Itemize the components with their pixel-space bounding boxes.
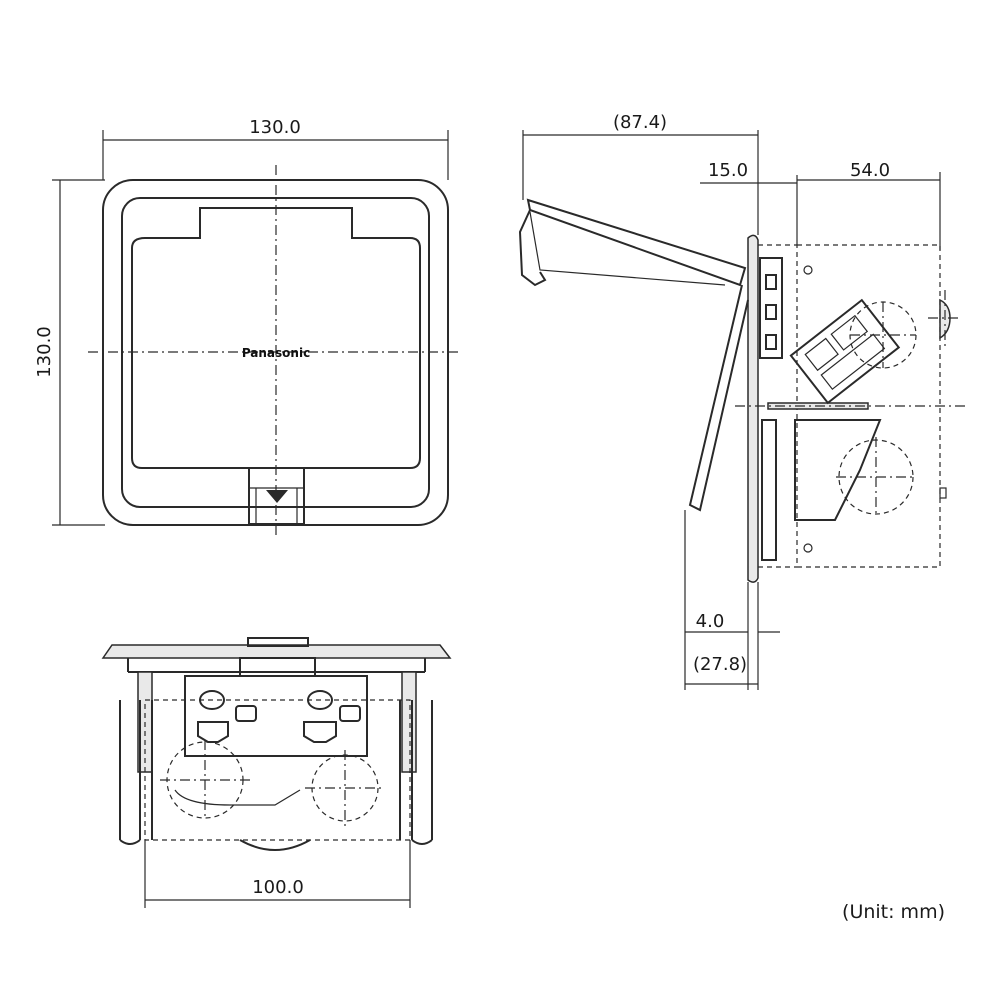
side-lid-dimension: (27.8) xyxy=(684,510,758,690)
front-view: 130.0 130.0 Panasonic xyxy=(34,117,462,538)
front-height-label: 130.0 xyxy=(34,326,55,378)
front-height-dimension: 130.0 xyxy=(34,179,105,526)
bottom-flange xyxy=(101,644,452,659)
bottom-outlet-left xyxy=(197,690,257,743)
bottom-width-dimension: 100.0 xyxy=(144,840,411,908)
side-floor-plate xyxy=(747,234,759,583)
side-depth-dimension: 54.0 xyxy=(797,160,941,250)
bottom-outlet-right xyxy=(303,690,361,743)
front-width-dimension: 130.0 xyxy=(102,117,449,180)
side-depth-label: 54.0 xyxy=(850,160,890,181)
front-latch xyxy=(248,467,305,525)
side-lid-arm xyxy=(688,284,749,512)
side-overall-label: (87.4) xyxy=(613,112,667,133)
front-width-label: 130.0 xyxy=(249,117,301,138)
side-plate-dimension: 4.0 xyxy=(685,582,780,690)
side-flange-dimension: 15.0 xyxy=(700,160,798,245)
side-flange-label: 15.0 xyxy=(708,160,748,181)
bottom-box-hidden xyxy=(144,699,411,841)
side-outlet-module xyxy=(789,298,901,405)
bottom-housing xyxy=(184,675,368,757)
side-lid-label: (27.8) xyxy=(693,654,747,675)
side-brackets xyxy=(759,257,783,561)
side-open-lid xyxy=(518,198,747,287)
bottom-left-leg xyxy=(119,671,153,845)
front-lid xyxy=(131,207,421,469)
bottom-width-label: 100.0 xyxy=(252,877,304,898)
latch-arrow-icon xyxy=(266,490,288,503)
side-view: (87.4) 15.0 54.0 xyxy=(518,112,968,690)
brand-logo-text: Panasonic xyxy=(242,346,310,360)
bottom-right-leg xyxy=(399,671,433,845)
unit-note: (Unit: mm) xyxy=(842,901,945,923)
side-plate-label: 4.0 xyxy=(696,611,725,632)
bottom-view: 100.0 xyxy=(101,637,452,908)
side-lower-housing xyxy=(794,419,882,521)
